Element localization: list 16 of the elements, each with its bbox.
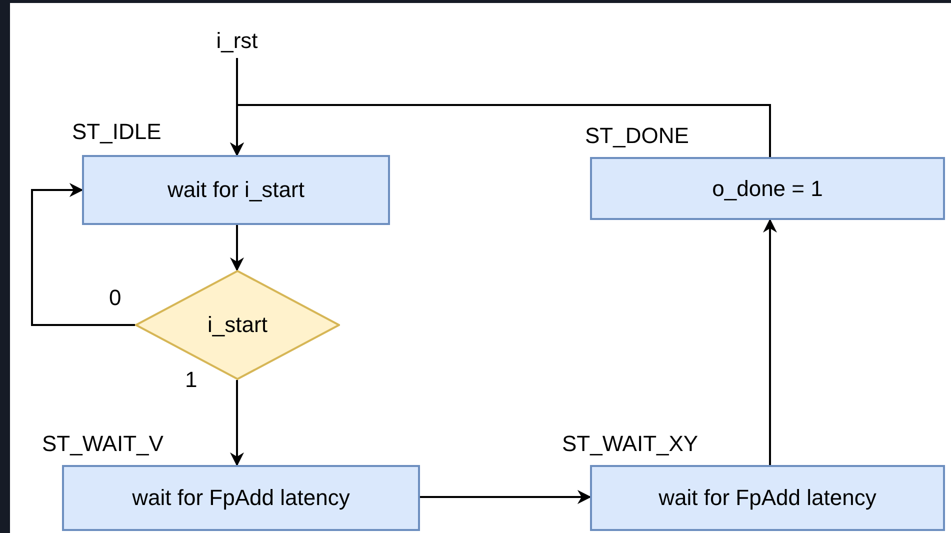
arrow [230, 104, 771, 157]
process-box: wait for FpAdd latency [590, 465, 945, 531]
state-name: ST_WAIT_XY [562, 430, 698, 458]
arrow [230, 225, 244, 272]
condition-label: i_start [208, 312, 268, 338]
arrow [420, 490, 592, 504]
state-name: ST_IDLE [72, 118, 162, 146]
state-name: ST_DONE [585, 122, 689, 150]
process-box: o_done = 1 [590, 157, 945, 220]
process-box: wait for FpAdd latency [62, 465, 420, 531]
state-name: ST_WAIT_V [42, 430, 164, 458]
arrow [31, 183, 135, 326]
signal-label: i_rst [216, 28, 258, 54]
arrow [763, 218, 777, 465]
arrow [230, 380, 244, 466]
process-box: wait for i_start [82, 155, 390, 225]
